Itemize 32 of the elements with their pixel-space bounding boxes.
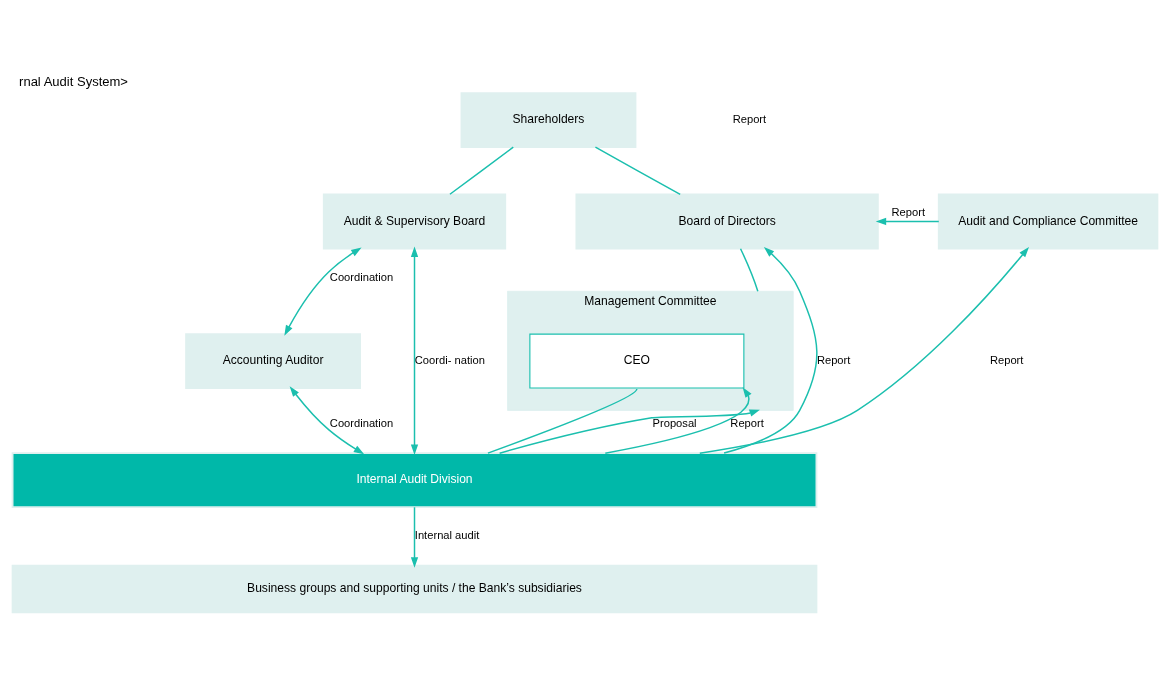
edge-label: Internal audit [414, 528, 480, 541]
label: Report [732, 112, 767, 125]
edge-label: Proposal [652, 416, 697, 429]
arrow [699, 246, 1029, 454]
connector [487, 387, 638, 454]
arrow [410, 245, 419, 455]
arrow [289, 385, 365, 454]
connector [594, 145, 681, 195]
arrow [723, 246, 818, 454]
diagram-title: rnal Audit System> [19, 73, 128, 89]
connector [449, 145, 515, 195]
arrow [410, 506, 419, 568]
node-box: Business groups and supporting units / the Bank’s subsidiaries [11, 564, 818, 613]
edge-label: Report [816, 353, 851, 366]
node-box: Accounting Auditor [185, 332, 361, 389]
arrow [284, 247, 362, 336]
arrow [875, 217, 940, 225]
arrow [498, 409, 760, 454]
edge-label: Report [891, 205, 926, 218]
node-box: Internal Audit Division [11, 451, 818, 508]
arrow [604, 386, 752, 454]
connector [739, 247, 759, 292]
node-box: Shareholders [460, 91, 637, 148]
node-box: Audit and Compliance Committee [937, 193, 1159, 249]
edge-label: Report [730, 416, 764, 429]
edge-label: Coordination [329, 270, 394, 283]
node-box: CEO [529, 333, 745, 389]
node-box: Board of Directors [575, 193, 879, 249]
node-box: Audit & Supervisory Board [322, 193, 507, 249]
edge-label: Coordi- nation [414, 353, 485, 366]
edge-label: Report [989, 353, 1024, 366]
edge-label: Coordination [329, 416, 394, 429]
